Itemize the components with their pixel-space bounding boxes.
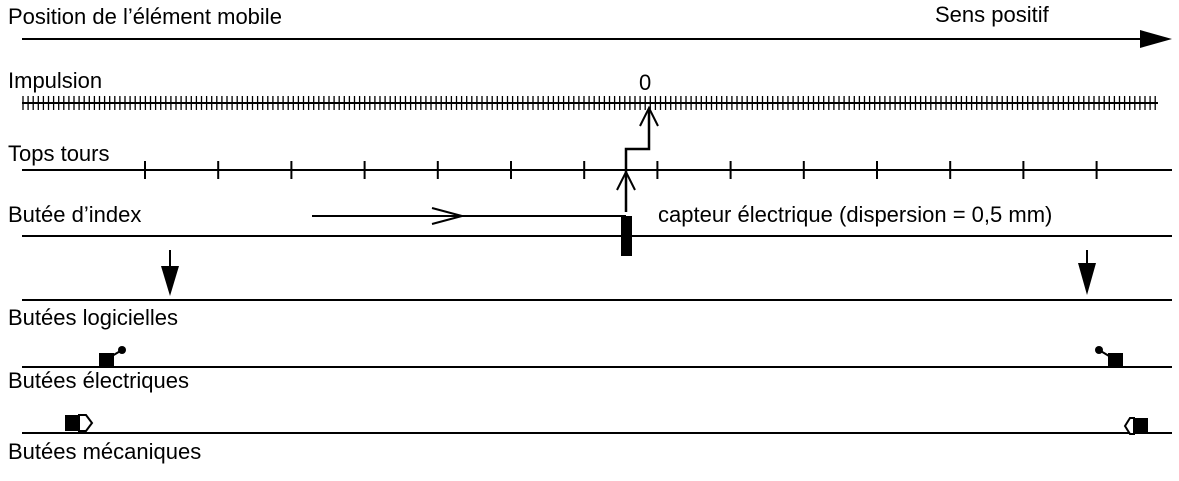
impulsion-label: Impulsion [8, 68, 102, 93]
mechanical-stop-right-bumper [1123, 417, 1135, 435]
mechanical-stop-right-block [1134, 418, 1148, 434]
mechanical-stop-left-bumper [78, 414, 94, 432]
electric-limit-right-switch [1108, 353, 1123, 368]
zero-label: 0 [639, 70, 651, 95]
position-label: Position de l’élément mobile [8, 4, 282, 29]
index-sensor-block [621, 216, 632, 256]
butees-mecaniques-label: Butées mécaniques [8, 439, 201, 464]
capteur-label: capteur électrique (dispersion = 0,5 mm) [658, 202, 1052, 227]
top-tour-arrowhead [616, 169, 636, 191]
electric-limit-left-roller [118, 346, 126, 354]
soft-limit-right-arrow [1078, 263, 1096, 295]
direction-label: Sens positif [935, 2, 1050, 27]
positive-direction-arrowhead [1140, 30, 1172, 48]
index-approach-arrowhead [431, 207, 466, 225]
tops-tours-label: Tops tours [8, 141, 110, 166]
electric-limit-right-roller [1095, 346, 1103, 354]
zero-search-path [624, 110, 651, 212]
butees-logicielles-label: Butées logicielles [8, 305, 178, 330]
zero-arrowhead [639, 105, 659, 127]
impulsion-ticks [22, 96, 1156, 110]
tops-tours-ticks [144, 161, 1098, 179]
soft-limit-left-arrow [161, 266, 179, 296]
mechanical-stop-left-block [65, 415, 79, 431]
butees-electriques-label: Butées électriques [8, 368, 189, 393]
electric-limit-left-switch [99, 353, 114, 368]
butee-index-label: Butée d’index [8, 202, 141, 227]
